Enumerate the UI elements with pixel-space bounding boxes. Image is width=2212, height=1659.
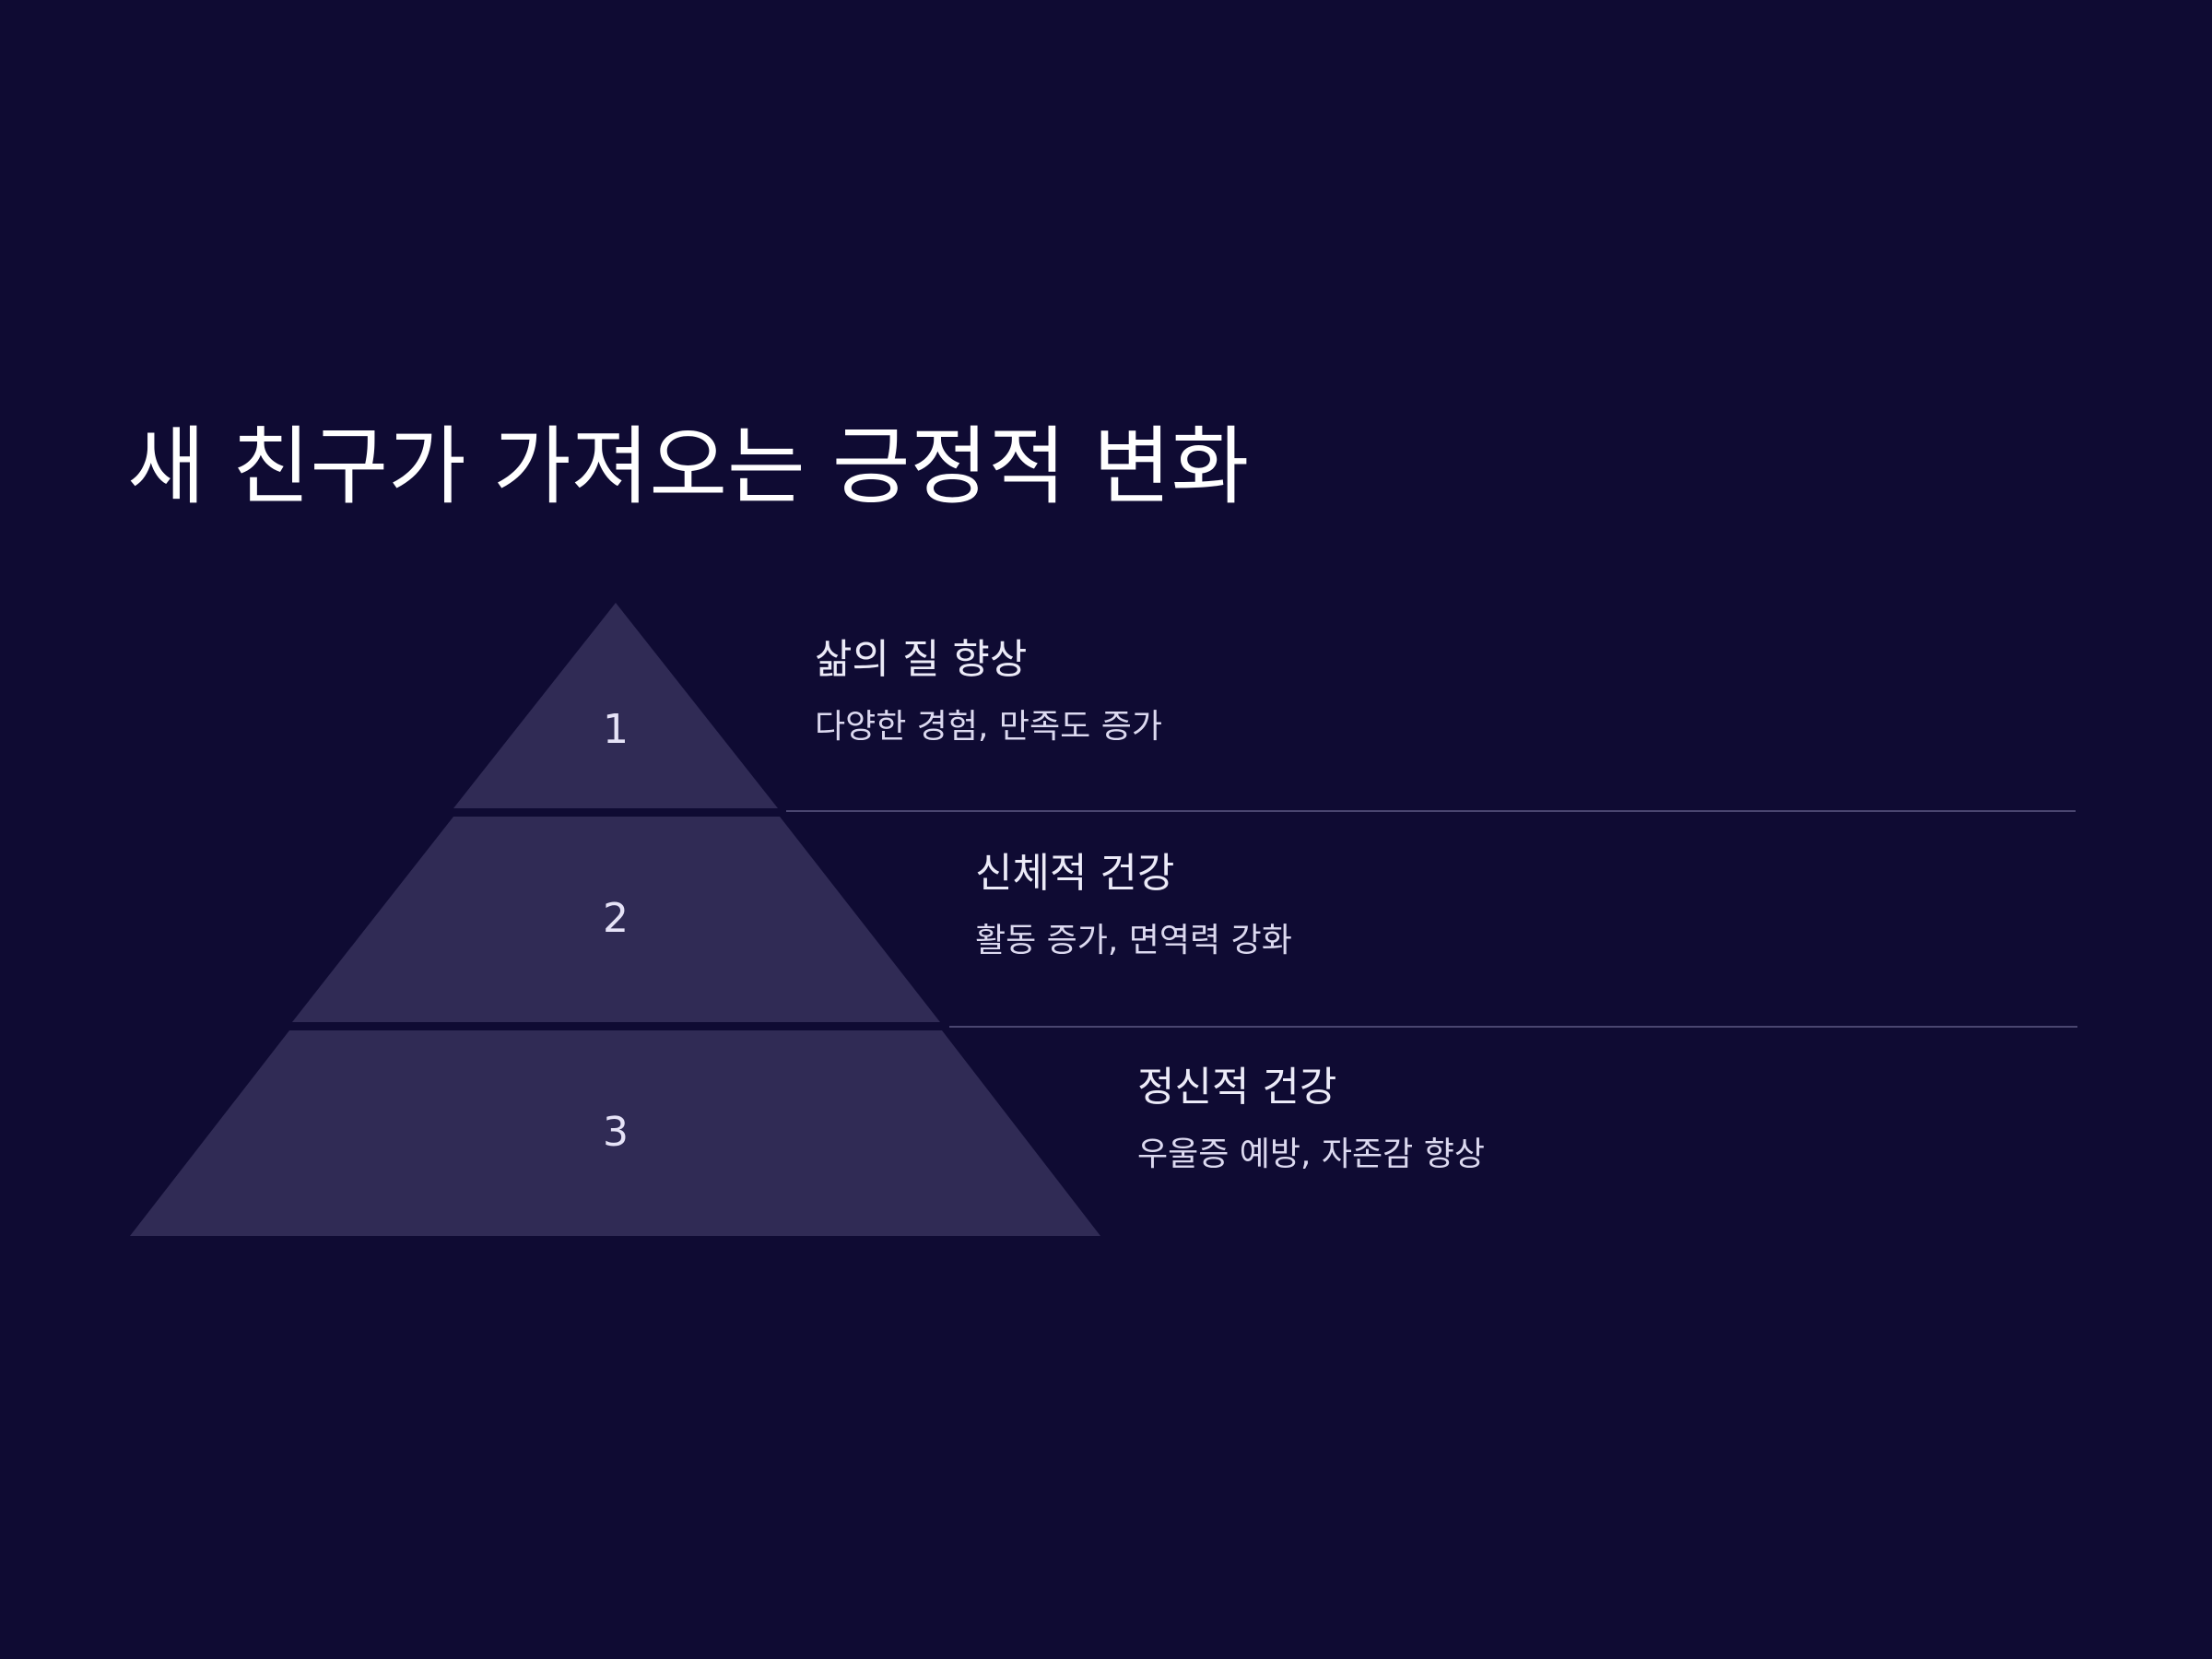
pyramid-tier-2 bbox=[292, 817, 940, 1022]
tier-1-text: 삶의 질 향상 다양한 경험, 만족도 증가 bbox=[815, 636, 1162, 747]
tier-1-heading: 삶의 질 향상 bbox=[815, 636, 1028, 683]
pyramid-tier-1-number: 1 bbox=[603, 706, 629, 753]
tier-3-description: 우울증 예방, 자존감 향상 bbox=[1137, 1135, 1485, 1173]
tier-2-description: 활동 증가, 면역력 강화 bbox=[975, 921, 1292, 959]
pyramid-tier-3-number: 3 bbox=[603, 1109, 629, 1156]
pyramid-tier-3 bbox=[130, 1030, 1100, 1236]
tier-1-description: 다양한 경험, 만족도 증가 bbox=[815, 707, 1162, 746]
tier-2-heading: 신체적 건강 bbox=[975, 850, 1175, 897]
tier-2-text: 신체적 건강 활동 증가, 면역력 강화 bbox=[975, 850, 1292, 960]
tier-3-heading: 정신적 건강 bbox=[1137, 1064, 1337, 1111]
tier-3-text: 정신적 건강 우울증 예방, 자존감 향상 bbox=[1137, 1064, 1485, 1174]
pyramid-tier-1 bbox=[453, 603, 778, 808]
page-title: 새 친구가 가져오는 긍정적 변화 bbox=[127, 418, 1250, 516]
pyramid-tier-2-number: 2 bbox=[603, 895, 629, 942]
